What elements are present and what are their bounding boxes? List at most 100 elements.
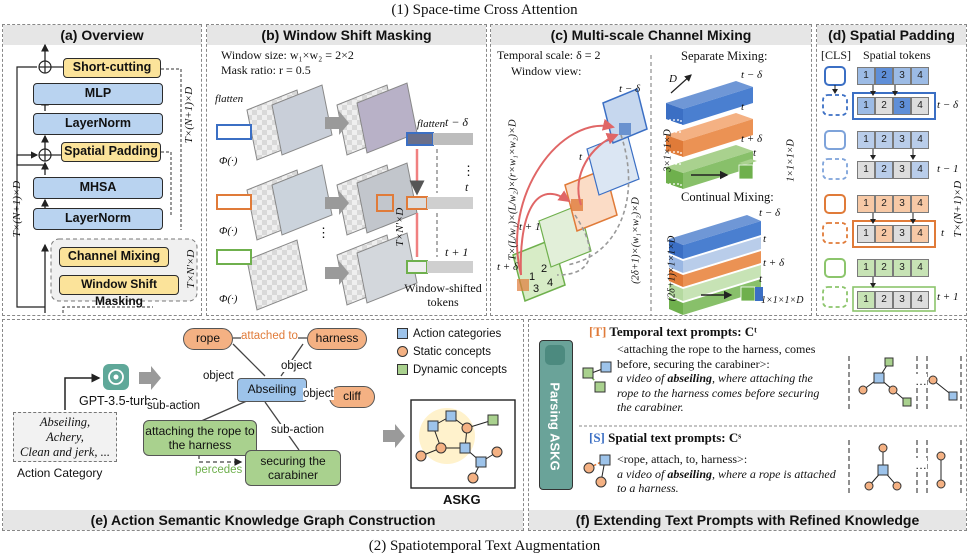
d-time-4: t + 1 — [937, 291, 959, 303]
window-shifted-caption-2: tokens — [427, 295, 459, 309]
temporal-tag: [T] — [589, 324, 607, 339]
token-r4b-1: 1 — [857, 291, 875, 309]
action-category-input: Abseiling, Achery, Clean and jerk, ... — [13, 412, 117, 462]
temporal-prompt-body: <attaching the rope to the harness, come… — [617, 342, 847, 415]
window-cell-2: 2 — [541, 263, 548, 275]
sep-time-4: t — [753, 147, 757, 159]
depth-label: D — [669, 73, 677, 85]
temporal-line-5: the carabiner. — [617, 400, 684, 414]
token-r1-4: 4 — [911, 67, 929, 85]
time-label-b-2: t — [465, 180, 469, 194]
window-cell-1: 1 — [529, 271, 536, 283]
token-r1b-1: 1 — [857, 97, 875, 115]
time-label-b-3: t + 1 — [445, 245, 469, 259]
face-digit-1: 1 — [671, 153, 678, 165]
face-digit-2: 2 — [671, 185, 678, 197]
spatial-prompt-title: [S] Spatial text prompts: Cˢ — [589, 430, 741, 446]
spatial-prompt-body: <rope, attach, to, harness>: a video of … — [617, 452, 847, 496]
spatial-ellipsis: … — [915, 458, 927, 472]
legend-action: Action categories — [397, 328, 501, 340]
layernorm-top-block: LayerNorm — [33, 113, 163, 135]
channel-mixing-block: Channel Mixing — [59, 247, 169, 267]
node-rope: rope — [183, 328, 233, 350]
token-r2b-2: 2 — [875, 161, 893, 179]
token-r4b-3: 3 — [893, 291, 911, 309]
temporal-ellipsis: … — [915, 374, 927, 388]
panel-text-prompts-footer: (f) Extending Text Prompts with Refined … — [529, 510, 966, 530]
window-shift-masking-block: Window Shift Masking — [59, 275, 179, 308]
token-r3b-3: 3 — [893, 225, 911, 243]
node-cliff: cliff — [329, 386, 375, 408]
temporal-line-1: <attaching the rope to the harness, come… — [617, 342, 816, 356]
window-size-label: Window size: w₁×w₂ = 2×2 — [221, 48, 354, 62]
panel-channel-mixing: (c) Multi-scale Channel Mixing Temporal … — [490, 24, 812, 316]
overview-dim-right-top: T×(N+1)×D — [183, 86, 195, 144]
spatial-line-2a: a video of — [617, 466, 668, 481]
token-r1b-4: 4 — [911, 97, 929, 115]
legend-static-label: Static concepts — [413, 346, 491, 358]
window-shift-graphics — [216, 82, 473, 311]
d-dim-label: T×(N+1)×D — [952, 180, 964, 238]
cont-time-4: t — [759, 273, 763, 285]
spatial-line-2b: abseiling — [667, 466, 712, 481]
llm-name: GPT-3.5-turbo — [79, 394, 159, 408]
window-shift-dim: T×N'×D — [394, 207, 406, 247]
spatial-line-2c: , where a rope is attached — [712, 466, 836, 481]
legend-dynamic-label: Dynamic concepts — [413, 364, 507, 376]
legend-dynamic-swatch — [397, 364, 408, 375]
token-r3b-1: 1 — [857, 225, 875, 243]
separate-mixing-title: Separate Mixing: — [681, 49, 768, 63]
edge-object-rope: object — [203, 370, 234, 382]
spatial-padding-graphics — [822, 66, 936, 312]
token-r2-4: 4 — [911, 131, 929, 149]
token-r3-2: 2 — [875, 195, 893, 213]
continual-mixing-title: Continual Mixing: — [681, 190, 774, 204]
edge-object-cliff: object — [303, 388, 334, 400]
node-harness: harness — [307, 328, 367, 350]
legend-static-swatch — [397, 346, 408, 357]
separate-dim: 3×1×1×D — [662, 129, 674, 172]
action-category-label: Action Category — [17, 466, 103, 480]
window-view-label: Window view: — [511, 64, 582, 78]
parsing-askg-bar: Parsing ASKG — [539, 340, 573, 490]
panel-window-shift-header: (b) Window Shift Masking — [207, 25, 486, 45]
overview-dim-left: T×(N+1)×D — [11, 180, 23, 238]
token-r1-1: 1 — [857, 67, 875, 85]
token-r2-1: 1 — [857, 131, 875, 149]
cls-label: [CLS] — [821, 48, 851, 62]
token-r4b-4: 4 — [911, 291, 929, 309]
spatial-line-3: to a harness. — [617, 481, 679, 495]
node-abseiling: Abseiling — [237, 378, 307, 402]
token-r1-3: 3 — [893, 67, 911, 85]
edge-sub-action-2: sub-action — [271, 424, 325, 436]
prompt-graphics — [579, 356, 964, 496]
temporal-prompt-title: [T] Temporal text prompts: Cᵗ — [589, 324, 757, 340]
window-shifted-caption-1: Window-shifted — [404, 281, 482, 295]
token-r3b-2: 2 — [875, 225, 893, 243]
temporal-line-3c: , where attaching the — [712, 371, 813, 385]
temporal-line-3a: a video of — [617, 371, 668, 385]
spatial-line-1: <rope, attach, to, harness>: — [617, 452, 748, 466]
askg-graphics — [64, 337, 516, 489]
layernorm-bottom-block: LayerNorm — [33, 208, 163, 230]
token-r4-3: 3 — [893, 259, 911, 277]
channel-mixing-graphics — [512, 55, 763, 315]
overview-dim-right-bottom: T×N'×D — [185, 249, 197, 289]
token-r3-1: 1 — [857, 195, 875, 213]
spatial-line-2: a video of abseiling, where a rope is at… — [617, 467, 847, 482]
token-r1b-3: 3 — [893, 97, 911, 115]
cont-time-3: t + δ — [763, 257, 785, 269]
input-line-1: Abseiling, — [39, 415, 91, 429]
sep-time-1: t − δ — [741, 69, 763, 81]
input-line-3: Clean and jerk, ... — [20, 445, 110, 459]
token-r4-4: 4 — [911, 259, 929, 277]
panel-spatial-padding-header: (d) Spatial Padding — [817, 25, 966, 45]
panel-text-prompts: (f) Extending Text Prompts with Refined … — [528, 319, 967, 531]
node-securing-carabiner: securing the carabiner — [245, 450, 341, 486]
spatial-tokens-label: Spatial tokens — [863, 48, 931, 62]
token-r2-3: 3 — [893, 131, 911, 149]
edge-percedes: percedes — [195, 464, 243, 476]
temporal-line-4: rope to the harness comes before securin… — [617, 385, 820, 400]
figure-title-bottom: (2) Spatiotemporal Text Augmentation — [368, 538, 601, 554]
phi-label-1: Φ(·) — [219, 155, 238, 167]
